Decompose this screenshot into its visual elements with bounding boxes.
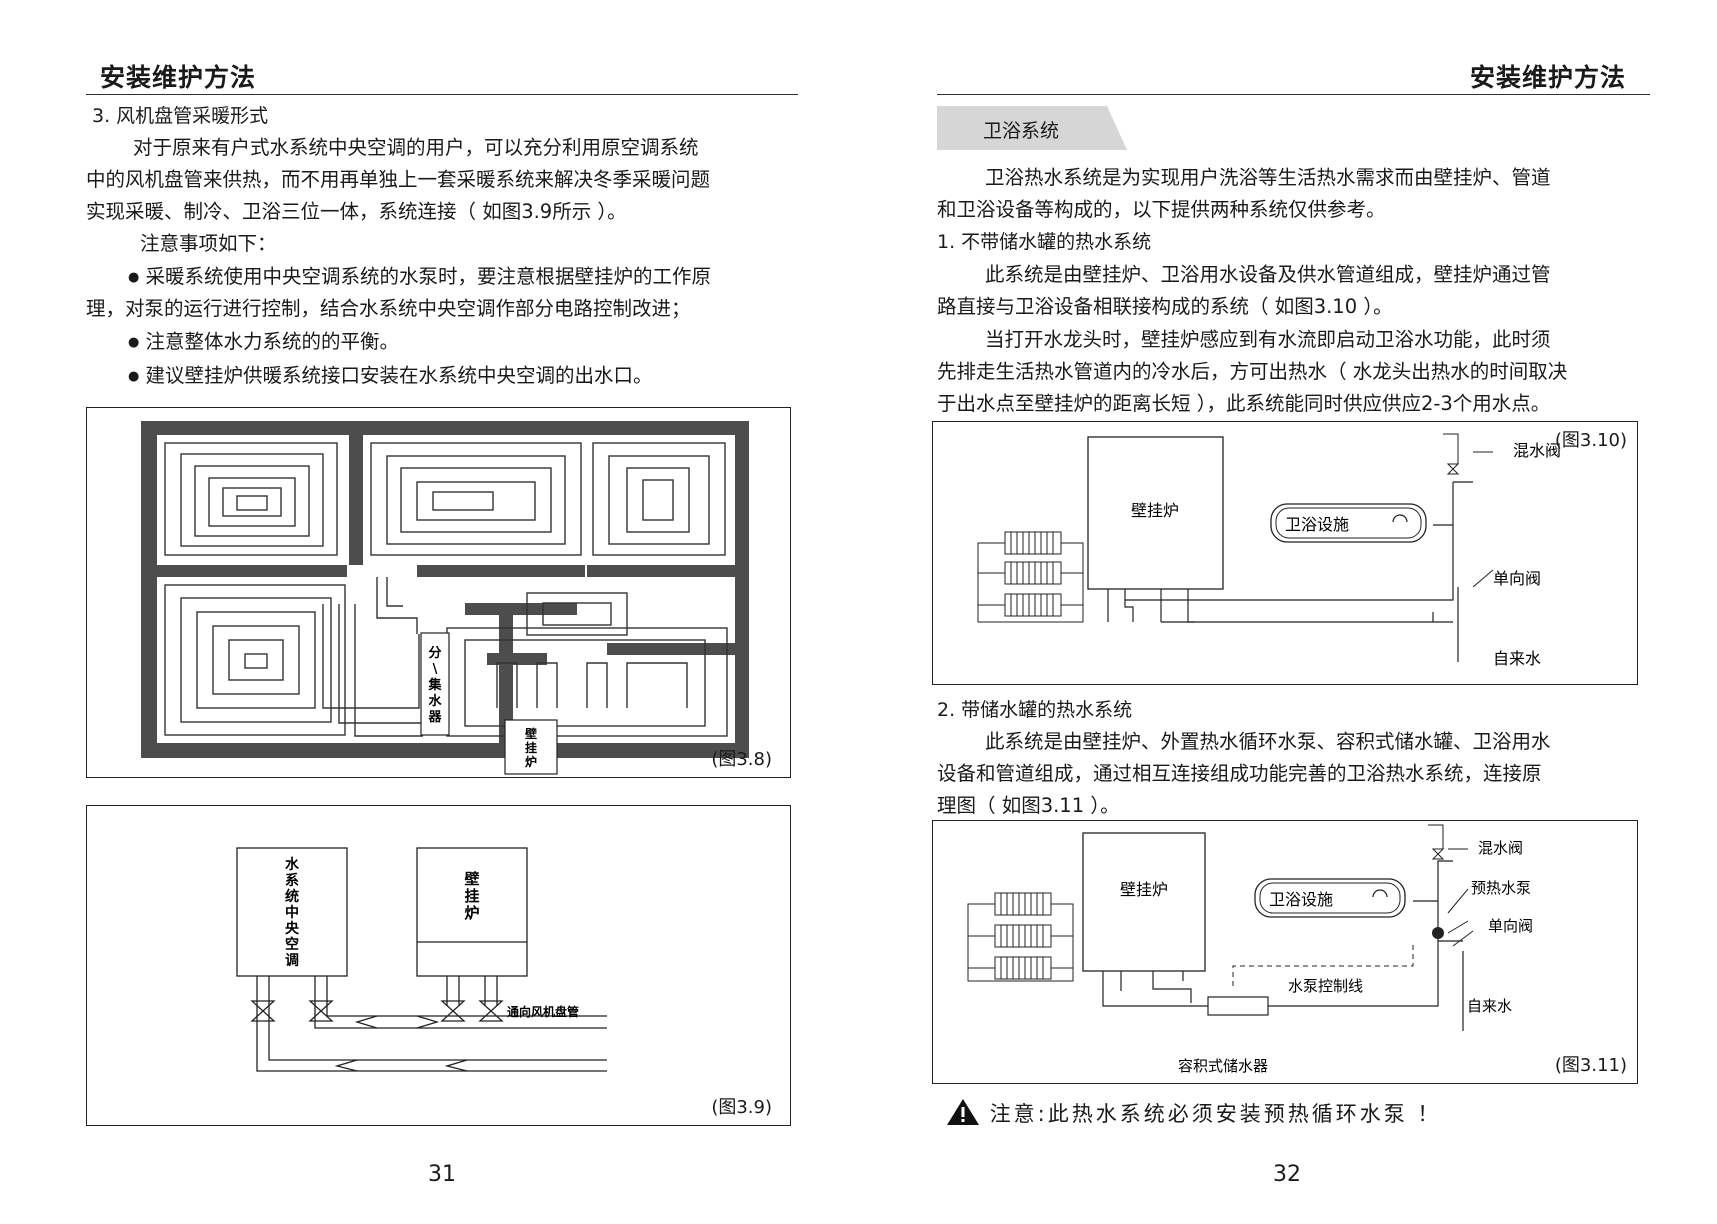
left-page-header: 安装维护方法 xyxy=(100,63,257,92)
ac-unit-label-6: 调 xyxy=(285,953,299,969)
boiler-label-1: 挂 xyxy=(464,887,479,905)
p3-line3: 理图（ 如图3.11 ）。 xyxy=(937,794,1120,817)
boiler-box xyxy=(1087,436,1224,590)
boiler-label-2: 炉 xyxy=(525,754,537,769)
hot-water-with-tank-diagram: 壁挂炉 卫浴设施 混水阀 预热水泵 单向阀 自来水 水泵控制线 容积式 xyxy=(967,824,1533,1075)
figure-3-10: 壁挂炉 卫浴设施 混水阀 单向阀 自来水 (图3.10) xyxy=(932,421,1638,685)
hot-water-no-tank-diagram: 壁挂炉 卫浴设施 混水阀 单向阀 自来水 xyxy=(977,433,1561,668)
bullet1-text: 采暖系统使用中央空调系统的水泵时，要注意根据壁挂炉的工作原 xyxy=(145,265,712,288)
figure-3-8: 分 \ 集 水 器 壁 挂 炉 (图3.8) xyxy=(86,407,791,778)
manifold-label-4: 器 xyxy=(427,710,442,725)
bullet2: ● 注意整体水力系统的的平衡。 xyxy=(128,326,399,359)
bath-label: 卫浴设施 xyxy=(1285,515,1349,534)
boiler-box xyxy=(504,719,558,775)
left-header-rule xyxy=(86,94,798,95)
p1-line2: 路直接与卫浴设备相联接构成的系统（ 如图3.10 ）。 xyxy=(937,295,1393,318)
ac-unit-label-3: 中 xyxy=(285,904,299,921)
warning-notice: 注意:此热水系统必须安装预热循环水泵 ！ xyxy=(946,1098,1441,1128)
section-tab-label: 卫浴系统 xyxy=(983,120,1060,142)
fan-coil-diagram: 水 系 统 中 央 空 调 壁 挂 炉 通向风机盘管 xyxy=(236,847,607,1072)
heading-2: 2. 带储水罐的热水系统 xyxy=(937,699,1133,721)
left-para1-line1: 对于原来有户式水系统中央空调的用户，可以充分利用原空调系统 xyxy=(133,136,699,159)
bullet2-text: 注意整体水力系统的的平衡。 xyxy=(145,330,400,353)
fan-coil-label: 通向风机盘管 xyxy=(507,1004,579,1019)
boiler-label-1: 挂 xyxy=(525,740,537,755)
bullet-icon: ● xyxy=(128,369,140,384)
fig38-caption: (图3.8) xyxy=(711,749,772,770)
ac-unit-label-0: 水 xyxy=(285,856,300,873)
tap-water-label: 自来水 xyxy=(1467,997,1512,1015)
bullet-icon: ● xyxy=(128,335,140,350)
pump-label: 预热水泵 xyxy=(1471,879,1531,897)
mixer-label: 混水阀 xyxy=(1478,839,1523,857)
p1-line1: 此系统是由壁挂炉、卫浴用水设备及供水管道组成，壁挂炉通过管 xyxy=(985,263,1551,286)
mixer-label: 混水阀 xyxy=(1513,441,1561,460)
heading-1: 1. 不带储水罐的热水系统 xyxy=(937,231,1152,253)
radiator-icons xyxy=(977,531,1084,623)
boiler-label-2: 炉 xyxy=(464,904,479,922)
bath-box xyxy=(1270,503,1427,543)
check-valve-label: 单向阀 xyxy=(1493,569,1541,588)
check-valve-label: 单向阀 xyxy=(1488,917,1533,935)
boiler-label-0: 壁 xyxy=(464,870,479,888)
floor-heating-diagram: 分 \ 集 水 器 壁 挂 炉 xyxy=(141,421,749,775)
fig39-caption: (图3.9) xyxy=(711,1097,772,1118)
p3-line1: 此系统是由壁挂炉、外置热水循环水泵、容积式储水罐、卫浴用水 xyxy=(985,730,1551,753)
bullet3: ● 建议壁挂炉供暖系统接口安装在水系统中央空调的出水口。 xyxy=(128,360,653,393)
tank-box xyxy=(1207,996,1269,1016)
bullet1-line2: 理，对泵的运行进行控制，结合水系统中央空调作部分电路控制改进； xyxy=(86,297,691,320)
fig311-caption: (图3.11) xyxy=(1554,1055,1627,1076)
bullet1-line1: ● 采暖系统使用中央空调系统的水泵时，要注意根据壁挂炉的工作原 xyxy=(128,261,711,294)
ac-unit-label-4: 央 xyxy=(285,920,300,937)
tap-water-label: 自来水 xyxy=(1493,649,1541,668)
left-para1-line3: 实现采暖、制冷、卫浴三位一体，系统连接（ 如图3.9所示 ）。 xyxy=(86,200,627,223)
ac-unit-label-5: 空 xyxy=(285,936,299,953)
manifold-box xyxy=(420,632,450,736)
manifold-label-2: 集 xyxy=(427,677,442,693)
warning-icon xyxy=(947,1099,979,1125)
figure-3-9: 水 系 统 中 央 空 调 壁 挂 炉 通向风机盘管 (图3.9) xyxy=(86,805,791,1126)
p3-line2: 设备和管道组成，通过相互连接组成功能完善的卫浴热水系统，连接原 xyxy=(937,762,1542,785)
warning-text: 注意:此热水系统必须安装预热循环水泵 ！ xyxy=(989,1102,1442,1126)
bath-label: 卫浴设施 xyxy=(1269,890,1333,909)
p2-line3: 于出水点至壁挂炉的距离长短 ），此系统能同时供应供应2-3个用水点。 xyxy=(937,392,1551,415)
boiler-label-0: 壁 xyxy=(525,726,537,741)
left-heading: 3. 风机盘管采暖形式 xyxy=(92,105,269,127)
ac-unit-label-1: 系 xyxy=(285,872,299,889)
figure-3-11: 壁挂炉 卫浴设施 混水阀 预热水泵 单向阀 自来水 水泵控制线 容积式 xyxy=(932,820,1638,1084)
intro-line1: 卫浴热水系统是为实现用户洗浴等生活热水需求而由壁挂炉、管道 xyxy=(985,166,1551,189)
section-tab: 卫浴系统 xyxy=(937,106,1127,150)
boiler-box xyxy=(1082,832,1206,972)
tank-label: 容积式储水器 xyxy=(1178,1057,1268,1075)
radiator-icons xyxy=(967,892,1074,982)
left-para1-line2: 中的风机盘管来供热，而不用再单独上一套采暖系统来解决冬季采暖问题 xyxy=(86,168,711,191)
right-header-rule xyxy=(937,94,1650,95)
intro-line2: 和卫浴设备等构成的，以下提供两种系统仅供参考。 xyxy=(937,198,1386,221)
bath-box xyxy=(1254,878,1406,918)
bullet3-text: 建议壁挂炉供暖系统接口安装在水系统中央空调的出水口。 xyxy=(145,364,653,387)
manifold-label-3: 水 xyxy=(428,693,442,709)
right-page-header: 安装维护方法 xyxy=(1470,63,1627,92)
manifold-label-0: 分 xyxy=(428,645,441,661)
p2-line2: 先排走生活热水管道内的冷水后，方可出热水（ 水龙头出热水的时间取决 xyxy=(937,360,1568,383)
ac-unit-label-2: 统 xyxy=(285,888,299,905)
right-page-number: 32 xyxy=(1273,1162,1301,1187)
boiler-label: 壁挂炉 xyxy=(1131,501,1179,520)
boiler-label: 壁挂炉 xyxy=(1120,880,1168,899)
manifold-label-1: \ xyxy=(433,662,438,677)
left-page-number: 31 xyxy=(428,1162,456,1187)
pump-control-line-label: 水泵控制线 xyxy=(1288,977,1363,995)
fig310-caption: (图3.10) xyxy=(1554,430,1627,451)
bullet-icon: ● xyxy=(128,270,140,285)
ac-unit-box xyxy=(236,847,348,977)
p2-line1: 当打开水龙头时，壁挂炉感应到有水流即启动卫浴水功能，此时须 xyxy=(985,328,1551,351)
boiler-box xyxy=(416,847,528,977)
left-notes-title: 注意事项如下： xyxy=(140,232,277,255)
